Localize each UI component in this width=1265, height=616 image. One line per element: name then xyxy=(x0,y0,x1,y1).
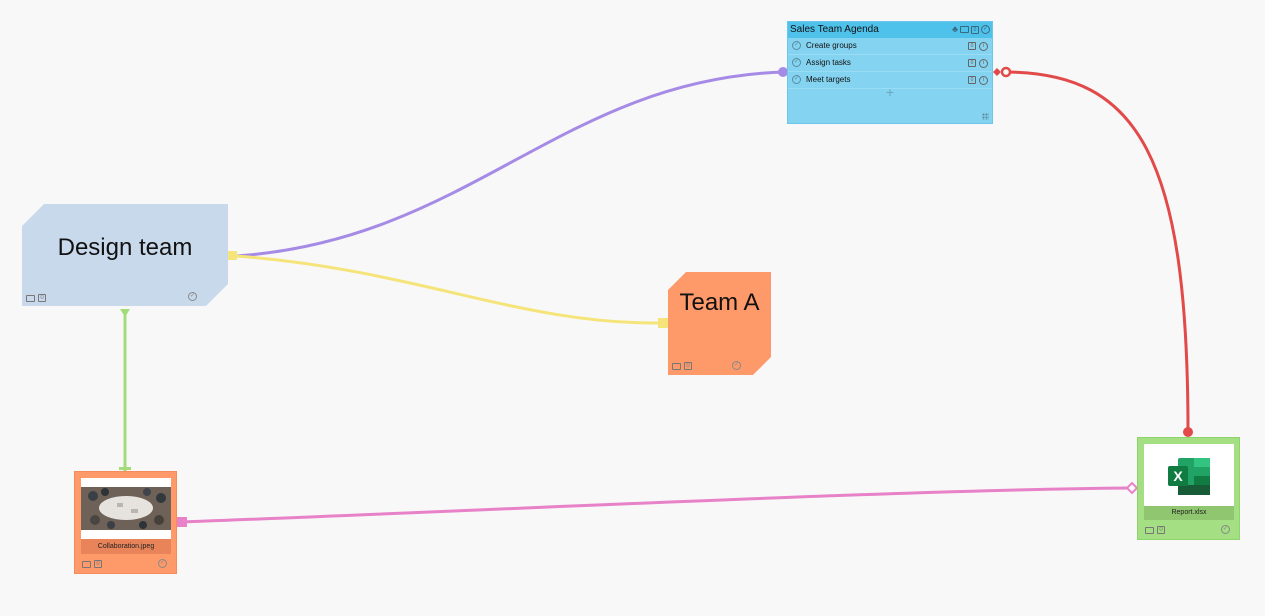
box-icon[interactable]: 0 xyxy=(38,294,46,302)
collaboration-image-node[interactable]: Collaboration.jpeg 0 ✓ xyxy=(74,471,177,574)
box-icon[interactable]: 0 xyxy=(968,76,976,84)
check-circle-icon[interactable]: ✓ xyxy=(733,362,740,368)
link-design-to-team-a[interactable] xyxy=(235,254,664,325)
link-design-to-agenda[interactable] xyxy=(235,70,784,258)
box-icon[interactable]: 0 xyxy=(968,42,976,50)
link-diamond xyxy=(993,68,1001,76)
report-file-node[interactable]: X Report.xlsx 0 ✓ xyxy=(1137,437,1240,540)
comment-icon[interactable] xyxy=(1145,526,1154,534)
agenda-item[interactable]: ✓ Create groups 0 i xyxy=(788,38,992,55)
svg-text:X: X xyxy=(1173,468,1183,484)
link-agenda-to-report[interactable] xyxy=(1004,70,1190,433)
agenda-header: Sales Team Agenda ♣ 0 ✓ xyxy=(788,22,992,38)
agenda-title: Sales Team Agenda xyxy=(790,24,879,35)
link-start-square xyxy=(228,251,237,260)
meeting-photo-icon xyxy=(81,478,171,539)
collaboration-caption: Collaboration.jpeg xyxy=(81,539,171,554)
comment-icon[interactable] xyxy=(82,560,91,568)
link-end-bar xyxy=(119,467,131,470)
report-caption: Report.xlsx xyxy=(1144,506,1234,520)
agenda-item[interactable]: ✓ Meet targets 0 i xyxy=(788,72,992,89)
box-icon[interactable]: 0 xyxy=(684,362,692,370)
link-start-ring xyxy=(1000,66,1012,78)
agenda-item-label: Assign tasks xyxy=(806,58,851,67)
resize-handle[interactable] xyxy=(982,113,989,120)
comment-icon[interactable] xyxy=(672,363,681,370)
box-icon[interactable]: 0 xyxy=(1157,526,1165,534)
excel-logo-icon: X xyxy=(1168,458,1210,495)
box-icon[interactable]: 0 xyxy=(971,25,979,34)
agenda-item-label: Meet targets xyxy=(806,75,851,84)
info-icon[interactable]: i xyxy=(979,42,988,51)
link-end-diamond xyxy=(1125,481,1139,495)
check-circle-icon[interactable]: ✓ xyxy=(792,41,801,50)
link-end-square xyxy=(658,318,668,328)
team-a-title: Team A xyxy=(679,289,760,316)
link-arrow xyxy=(120,309,130,317)
check-circle-icon[interactable]: ✓ xyxy=(792,58,801,67)
comment-icon[interactable] xyxy=(960,26,969,33)
box-icon[interactable]: 0 xyxy=(968,59,976,67)
tree-icon[interactable]: ♣ xyxy=(952,24,958,34)
add-item-button[interactable]: + xyxy=(885,84,895,100)
agenda-item[interactable]: ✓ Assign tasks 0 i xyxy=(788,55,992,72)
check-circle-icon[interactable]: ✓ xyxy=(189,293,196,299)
box-icon[interactable]: 0 xyxy=(94,560,102,568)
link-end-dot xyxy=(1183,427,1193,437)
sales-team-agenda-node[interactable]: Sales Team Agenda ♣ 0 ✓ ✓ Create groups … xyxy=(787,21,993,124)
link-start-square xyxy=(177,517,187,527)
info-icon[interactable]: i xyxy=(979,76,988,85)
team-a-node[interactable]: Team A 0 ✓ xyxy=(668,272,771,375)
check-circle-icon[interactable]: ✓ xyxy=(981,25,990,34)
link-collaboration-to-report[interactable] xyxy=(181,486,1129,524)
info-icon[interactable]: i xyxy=(979,59,988,68)
collaboration-image xyxy=(81,478,171,539)
check-circle-icon[interactable]: ✓ xyxy=(792,75,801,84)
design-team-node[interactable]: Design team 0 ✓ xyxy=(22,204,228,306)
link-end-dot xyxy=(778,67,788,77)
check-circle-icon[interactable]: ✓ xyxy=(158,559,167,568)
check-circle-icon[interactable]: ✓ xyxy=(1221,525,1230,534)
agenda-item-label: Create groups xyxy=(806,41,857,50)
comment-icon[interactable] xyxy=(26,295,35,302)
design-team-title: Design team xyxy=(57,234,193,261)
report-preview: X xyxy=(1144,444,1234,506)
